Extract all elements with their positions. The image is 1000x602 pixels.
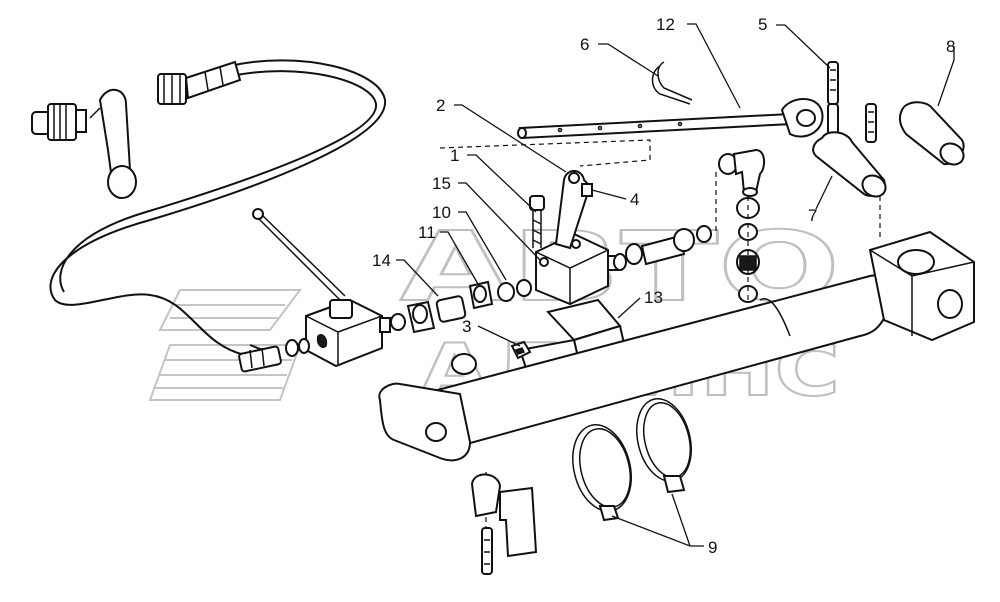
callout-13: 13 xyxy=(644,288,663,307)
callout-11: 11 xyxy=(418,223,436,242)
sleeve-7 xyxy=(812,131,887,198)
hose-clamp-left xyxy=(572,424,632,522)
callout-12: 12 xyxy=(656,15,675,34)
roll-pin-upper xyxy=(827,61,839,105)
callout-8: 8 xyxy=(946,37,955,56)
callout-3: 3 xyxy=(462,317,471,336)
latch-pin xyxy=(481,527,493,575)
spring-clip xyxy=(651,61,693,105)
callout-15: 15 xyxy=(432,174,451,193)
callout-7: 7 xyxy=(808,206,817,225)
callout-6: 6 xyxy=(580,35,589,54)
callout-9: 9 xyxy=(708,538,717,557)
link-rod xyxy=(517,98,824,140)
sleeve-8 xyxy=(898,101,965,166)
latch-block xyxy=(470,473,538,558)
callout-10: 10 xyxy=(432,203,451,222)
cap-left xyxy=(451,353,477,375)
hose-fitting-lower xyxy=(238,338,310,373)
hose-clamp-right xyxy=(636,398,692,494)
roll-pin-left xyxy=(827,103,839,135)
callout-2: 2 xyxy=(436,96,445,115)
control-lever xyxy=(252,208,346,301)
hydraulic-cylinder xyxy=(378,230,975,462)
dust-cap-strap xyxy=(89,89,137,199)
callout-5: 5 xyxy=(758,15,767,34)
callout-4: 4 xyxy=(630,190,639,209)
callout-1: 1 xyxy=(450,146,459,165)
fitting-row-right xyxy=(613,225,712,271)
callout-14: 14 xyxy=(372,251,391,270)
watermark-emblem xyxy=(148,289,302,401)
nut-3 xyxy=(510,340,532,360)
control-valve xyxy=(535,232,619,306)
callout-leaders xyxy=(396,23,955,547)
valve-bolt xyxy=(529,195,545,248)
hose-end-fitting xyxy=(157,60,242,105)
elbow-fitting xyxy=(718,148,766,197)
valve-arm xyxy=(554,170,593,250)
roll-pin-right xyxy=(865,103,877,143)
callout-labels: 1 2 3 4 5 6 7 8 9 10 11 12 13 14 15 xyxy=(372,15,955,557)
quick-coupler xyxy=(31,103,87,141)
valve-block-left xyxy=(305,298,391,368)
fitting-row xyxy=(390,279,532,334)
